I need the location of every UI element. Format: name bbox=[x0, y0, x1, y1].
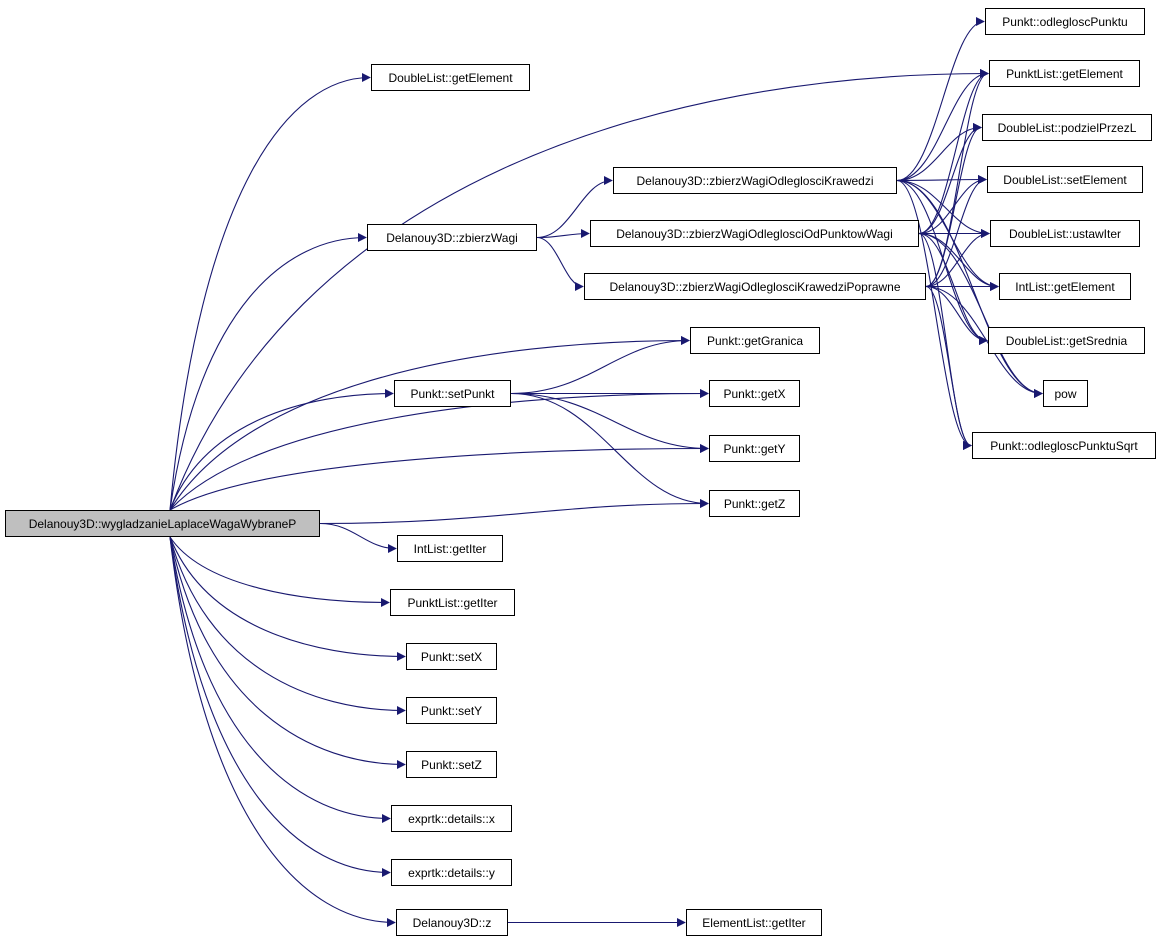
node-intlist-getIter[interactable]: IntList::getIter bbox=[397, 535, 503, 562]
node-getGranica[interactable]: Punkt::getGranica bbox=[690, 327, 820, 354]
edge-zwoopw-to-punktlist-getElement bbox=[918, 69, 989, 235]
node-punktlist-getIter[interactable]: PunktList::getIter bbox=[390, 589, 515, 616]
edge-root-to-zbierzWagi bbox=[169, 233, 367, 511]
node-ustawIter[interactable]: DoubleList::ustawIter bbox=[990, 220, 1140, 247]
edge-root-to-setX bbox=[169, 536, 406, 661]
edge-zwokp-to-getSrednia bbox=[925, 285, 988, 345]
node-exprtk-x[interactable]: exprtk::details::x bbox=[391, 805, 512, 832]
edge-zwok-to-podzielPrzezL bbox=[896, 123, 982, 182]
node-exprtk-y[interactable]: exprtk::details::y bbox=[391, 859, 512, 886]
edge-zwokp-to-pow bbox=[925, 285, 1043, 398]
node-zwokp[interactable]: Delanouy3D::zbierzWagiOdleglosciKrawedzi… bbox=[584, 273, 926, 300]
edge-root-to-getY bbox=[169, 444, 709, 511]
edge-zbierzWagi-to-zwokp bbox=[536, 236, 584, 291]
node-getX[interactable]: Punkt::getX bbox=[709, 380, 800, 407]
node-getZ[interactable]: Punkt::getZ bbox=[709, 490, 800, 517]
edge-root-to-getGranica bbox=[169, 336, 690, 511]
edge-zwoopw-to-pow bbox=[918, 232, 1043, 398]
edge-root-to-punktlist-getIter bbox=[169, 536, 390, 607]
edge-zwokp-to-podzielPrzezL bbox=[925, 123, 982, 288]
edge-root-to-setY bbox=[169, 536, 406, 715]
edge-root-to-d3d-z bbox=[169, 536, 396, 927]
edge-root-to-getZ bbox=[319, 499, 709, 525]
edge-root-to-exprtk-y bbox=[169, 536, 391, 877]
edge-zwok-to-odlegloscPunktu bbox=[896, 17, 985, 182]
node-pow[interactable]: pow bbox=[1043, 380, 1088, 407]
edge-zbierzWagi-to-zwok bbox=[536, 176, 613, 239]
edge-zwok-to-odlegloscPunktuSqrt bbox=[896, 179, 972, 450]
edge-root-to-punktlist-getElement bbox=[169, 69, 989, 511]
edge-setPunkt-to-getY bbox=[510, 392, 709, 453]
node-getSrednia[interactable]: DoubleList::getSrednia bbox=[988, 327, 1145, 354]
node-intlist-getElement[interactable]: IntList::getElement bbox=[999, 273, 1131, 300]
node-setZ[interactable]: Punkt::setZ bbox=[406, 751, 497, 778]
node-zwok[interactable]: Delanouy3D::zbierzWagiOdleglosciKrawedzi bbox=[613, 167, 897, 194]
node-root: Delanouy3D::wygladzanieLaplaceWagaWybran… bbox=[5, 510, 320, 537]
node-podzielPrzezL[interactable]: DoubleList::podzielPrzezL bbox=[982, 114, 1152, 141]
node-setY[interactable]: Punkt::setY bbox=[406, 697, 497, 724]
node-elementlist-getIter[interactable]: ElementList::getIter bbox=[686, 909, 822, 936]
edge-zbierzWagi-to-zwoopw bbox=[536, 229, 590, 239]
node-dl-getElement-top[interactable]: DoubleList::getElement bbox=[371, 64, 530, 91]
edge-root-to-exprtk-x bbox=[169, 536, 391, 823]
edge-root-to-dl-getElement-top bbox=[169, 73, 371, 511]
node-punktlist-getElement[interactable]: PunktList::getElement bbox=[989, 60, 1140, 87]
node-setX[interactable]: Punkt::setX bbox=[406, 643, 497, 670]
edge-setPunkt-to-getZ bbox=[510, 392, 709, 508]
node-setPunkt[interactable]: Punkt::setPunkt bbox=[394, 380, 511, 407]
node-zwoopw[interactable]: Delanouy3D::zbierzWagiOdleglosciOdPunkto… bbox=[590, 220, 919, 247]
node-getY[interactable]: Punkt::getY bbox=[709, 435, 800, 462]
edge-root-to-getX bbox=[169, 389, 709, 511]
edge-root-to-setZ bbox=[169, 536, 406, 769]
edge-root-to-setPunkt bbox=[169, 389, 394, 511]
edge-setPunkt-to-getGranica bbox=[510, 336, 690, 395]
edge-zwokp-to-ustawIter bbox=[925, 229, 990, 288]
node-odlegloscPunktuSqrt[interactable]: Punkt::odlegloscPunktuSqrt bbox=[972, 432, 1156, 459]
edge-zwok-to-setElement bbox=[896, 175, 987, 185]
edge-zwokp-to-odlegloscPunktuSqrt bbox=[925, 285, 972, 450]
node-setElement[interactable]: DoubleList::setElement bbox=[987, 166, 1143, 193]
edge-zwok-to-ustawIter bbox=[896, 179, 990, 238]
edge-zwoopw-to-setElement bbox=[918, 175, 987, 235]
edge-root-to-intlist-getIter bbox=[319, 522, 397, 553]
node-odlegloscPunktu[interactable]: Punkt::odlegloscPunktu bbox=[985, 8, 1145, 35]
edge-zwok-to-punktlist-getElement bbox=[896, 69, 989, 182]
node-zbierzWagi[interactable]: Delanouy3D::zbierzWagi bbox=[367, 224, 537, 251]
node-d3d-z[interactable]: Delanouy3D::z bbox=[396, 909, 508, 936]
edge-zwokp-to-setElement bbox=[925, 175, 987, 288]
